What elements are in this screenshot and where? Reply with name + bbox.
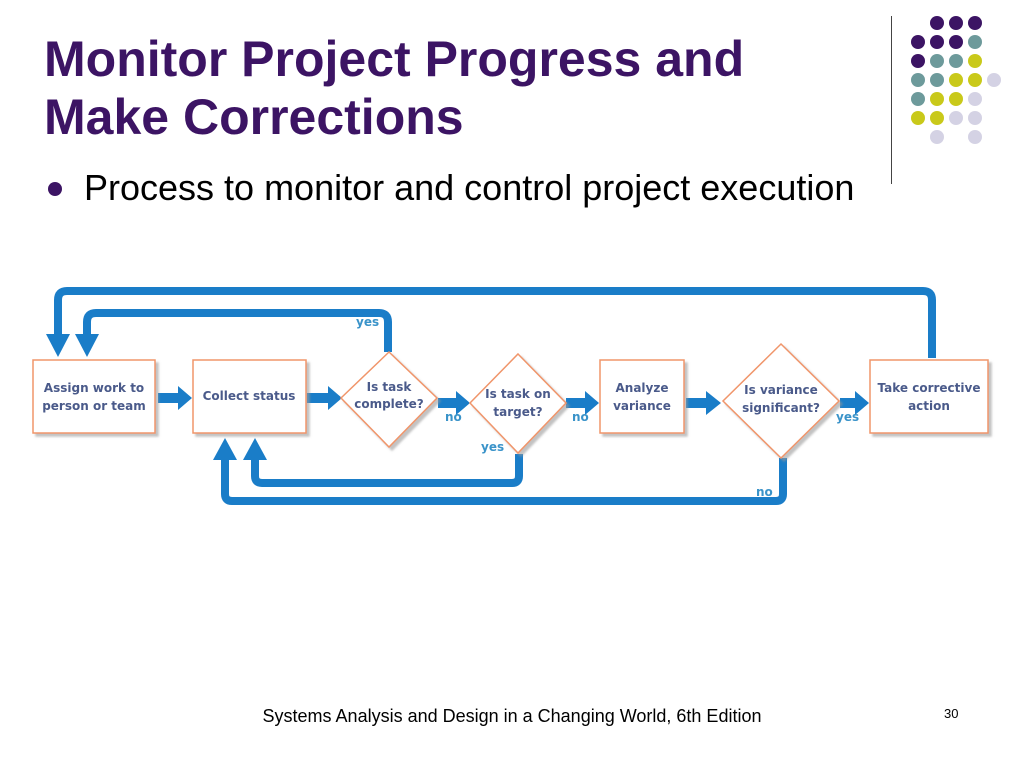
step-corrective-label-2: action bbox=[908, 399, 950, 413]
label-target-no: no bbox=[572, 410, 589, 424]
decision-task-complete: Is task complete? bbox=[339, 350, 439, 449]
forward-arrow-complete-to-ontarget bbox=[438, 391, 470, 415]
label-significant-no: no bbox=[756, 485, 773, 499]
slide-title-line-1: Monitor Project Progress and bbox=[44, 31, 745, 87]
arrowhead-down-assign-inner bbox=[75, 334, 99, 357]
decision-task-complete-label-1: Is task bbox=[367, 380, 413, 394]
forward-arrow-assign-to-collect bbox=[158, 386, 192, 410]
decision-on-target-label-2: target? bbox=[493, 405, 542, 419]
step-corrective-label-1: Take corrective bbox=[878, 381, 981, 395]
label-significant-yes: yes bbox=[836, 410, 859, 424]
loop-arrow-complete-yes-to-assign bbox=[83, 309, 392, 352]
step-analyze-variance-label-2: variance bbox=[613, 399, 671, 413]
arrowhead-down-assign-outer bbox=[46, 334, 70, 357]
forward-arrow-collect-to-complete bbox=[307, 386, 342, 410]
arrowhead-up-collect-inner bbox=[243, 438, 267, 460]
loop-arrow-ontarget-yes-to-collect bbox=[251, 454, 523, 487]
decision-on-target-label-1: Is task on bbox=[485, 387, 551, 401]
decorative-divider-line bbox=[891, 16, 892, 184]
forward-arrow-ontarget-to-analyze bbox=[566, 391, 599, 415]
forward-arrow-significant-to-corrective bbox=[840, 391, 869, 415]
decision-task-on-target: Is task on target? bbox=[468, 352, 568, 455]
label-target-yes: yes bbox=[481, 440, 504, 454]
slide-footer: Systems Analysis and Design in a Changin… bbox=[262, 706, 762, 726]
label-complete-yes: yes bbox=[356, 315, 379, 329]
slide-title: Monitor Project Progress and Make Correc… bbox=[44, 30, 864, 146]
step-assign-work: Assign work to person or team bbox=[32, 359, 156, 434]
step-analyze-variance-label-1: Analyze bbox=[616, 381, 669, 395]
slide-title-line-2: Make Corrections bbox=[44, 89, 464, 145]
decision-significant-label-2: significant? bbox=[742, 401, 820, 415]
step-collect-status: Collect status bbox=[192, 359, 307, 434]
decision-task-complete-label-2: complete? bbox=[354, 397, 424, 411]
decision-variance-significant: Is variance significant? bbox=[721, 342, 841, 460]
decision-significant-label-1: Is variance bbox=[744, 383, 818, 397]
loop-arrow-significant-no-to-collect bbox=[221, 458, 787, 505]
step-assign-work-label-2: person or team bbox=[42, 399, 146, 413]
bullet-dot-icon bbox=[48, 182, 62, 196]
bullet-text: Process to monitor and control project e… bbox=[84, 167, 855, 208]
loop-arrow-corrective-to-assign bbox=[54, 287, 936, 358]
step-analyze-variance: Analyze variance bbox=[599, 359, 685, 434]
forward-arrow-analyze-to-significant bbox=[686, 391, 721, 415]
step-take-corrective-action: Take corrective action bbox=[869, 359, 989, 434]
label-complete-no: no bbox=[445, 410, 462, 424]
bullet-item: Process to monitor and control project e… bbox=[48, 166, 948, 210]
arrowhead-up-collect-outer bbox=[213, 438, 237, 460]
page-number: 30 bbox=[944, 706, 959, 721]
step-collect-status-label: Collect status bbox=[203, 389, 296, 403]
step-assign-work-label-1: Assign work to bbox=[44, 381, 144, 395]
